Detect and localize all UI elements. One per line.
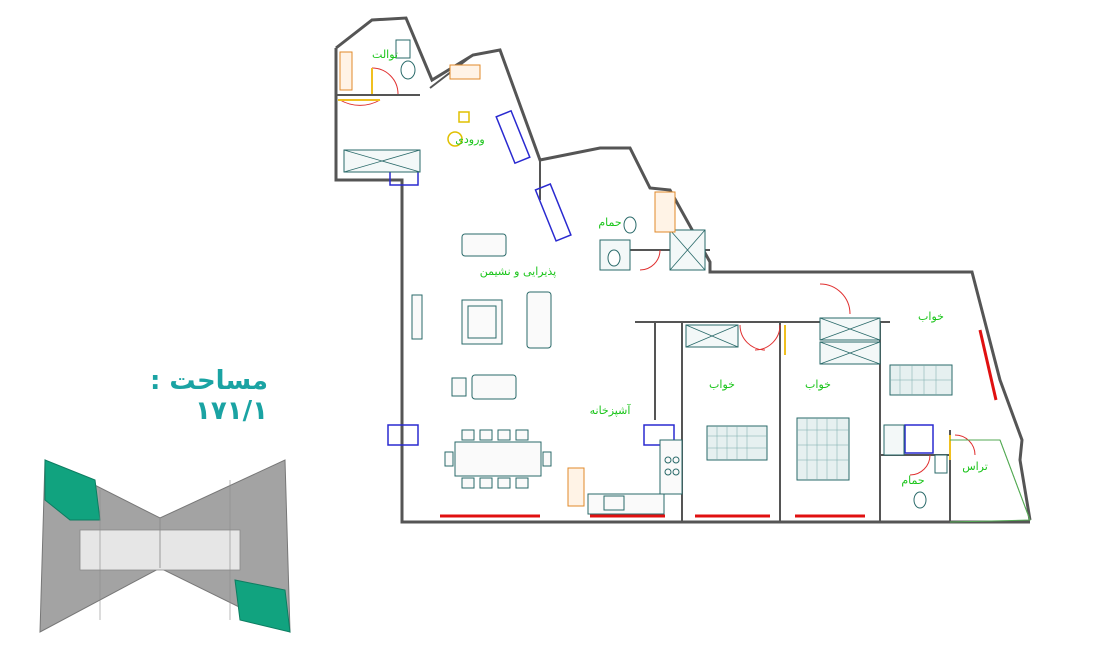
cabinet-crosses: [343, 149, 881, 365]
door-leaves: [338, 68, 951, 460]
label-bedroom-1: خواب: [709, 378, 735, 391]
bed-hatching: [707, 365, 952, 480]
entrance-marker: [447, 111, 470, 147]
label-kitchen: آشپزخانه: [590, 403, 632, 417]
label-entrance: ورودی: [455, 133, 484, 146]
windows: [440, 329, 998, 518]
glass-blocks: [387, 109, 934, 454]
storage-units: [339, 51, 676, 507]
highlight-unit-top: [44, 459, 101, 521]
kitchen-counter: [587, 439, 683, 515]
terrace-outline: [949, 439, 1031, 523]
area-title: مساحت : ۱۷۱/۱: [149, 366, 268, 426]
label-bedroom-2: خواب: [805, 378, 831, 391]
living-furniture: [411, 233, 552, 400]
bath-fixtures: [395, 39, 948, 509]
key-plan: [39, 459, 291, 633]
doors: [339, 67, 976, 476]
label-toilet: توالت: [372, 48, 398, 61]
label-living: پذیرایی و نشیمن: [480, 265, 556, 278]
label-bath: حمام: [598, 216, 621, 229]
label-terrace: تراس: [962, 460, 988, 473]
label-master-bath: حمام: [901, 474, 924, 487]
highlight-unit-bottom: [234, 579, 291, 633]
label-bedroom-3: خواب: [918, 310, 944, 323]
dining-table: [444, 429, 552, 489]
interior-walls: [336, 54, 951, 522]
